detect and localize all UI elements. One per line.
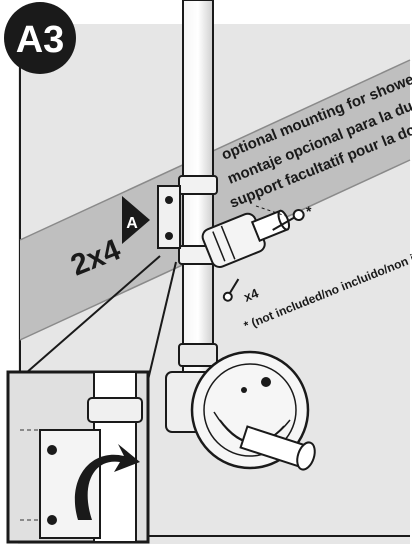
screw-lower-icon (222, 278, 240, 302)
valve-body (165, 350, 310, 470)
detail-inset (6, 370, 150, 544)
rotate-arrow-icon (74, 444, 140, 520)
inset-leader-right (147, 261, 177, 381)
stud-band-edge-top (19, 59, 411, 241)
screw-guide-line (255, 205, 287, 217)
pipe-coupling-bottom (178, 343, 218, 367)
mounting-bracket (157, 185, 181, 249)
screw-asterisk: * (306, 203, 312, 219)
step-badge-label: A3 (16, 19, 65, 61)
callout-a-pointer: A (122, 196, 150, 244)
step-badge: A3 (4, 2, 76, 74)
valve-stem (239, 425, 316, 471)
callout-letter: A (126, 215, 138, 232)
wall-stud-band (20, 60, 410, 340)
pipe-coupling-upper (178, 175, 218, 195)
screw-count-label: x4 (242, 285, 262, 305)
shower-arm-fitting (201, 209, 291, 269)
screw-upper-icon (272, 209, 305, 231)
inset-leader-left (17, 255, 161, 381)
